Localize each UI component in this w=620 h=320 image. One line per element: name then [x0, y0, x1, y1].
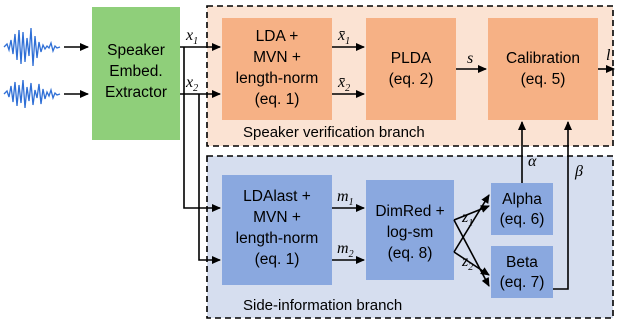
beta-symbol: β: [574, 163, 583, 180]
s-symbol: s: [467, 50, 473, 67]
calibration-line-1: Calibration: [506, 50, 580, 67]
plda-line-1: PLDA: [391, 50, 432, 67]
ldalast-line-4: (eq. 1): [255, 251, 300, 268]
speaker-verification-branch-label: Speaker verification branch: [243, 124, 425, 141]
beta-line-1: Beta: [506, 254, 538, 271]
plda-box: [366, 18, 456, 120]
z2-symbol: z2: [461, 253, 473, 273]
calibration-box: [488, 18, 598, 120]
alpha-symbol: α: [528, 153, 537, 170]
extractor-line-1: Speaker: [107, 42, 165, 59]
plda-line-2: (eq. 2): [389, 71, 434, 88]
dimred-line-2: log-sm: [387, 224, 434, 241]
lda-line-4: (eq. 1): [255, 91, 300, 108]
beta-box: [491, 246, 553, 298]
m2-symbol: m2: [337, 240, 354, 260]
alpha-box: [491, 183, 553, 235]
xbar2-symbol: x̄2: [337, 74, 350, 94]
lda-line-3: length-norm: [236, 70, 319, 87]
connector-arrows: [180, 43, 615, 290]
ldalast-line-2: MVN +: [253, 209, 301, 226]
x2-symbol: x2: [185, 74, 198, 94]
side-information-branch-label: Side-information branch: [243, 297, 402, 314]
calibration-line-2: (eq. 5): [521, 71, 566, 88]
ldalast-line-1: LDAlast +: [243, 188, 311, 205]
l-symbol: l: [606, 47, 611, 64]
dimred-logsm-box: [366, 180, 454, 280]
m1-symbol: m1: [337, 188, 354, 208]
ldalast-mvn-norm-box: [222, 175, 332, 285]
extractor-line-3: Extractor: [105, 84, 167, 101]
extractor-line-2: Embed.: [109, 63, 162, 80]
audio-waveform-icon-1: [3, 27, 89, 67]
ldalast-line-3: length-norm: [236, 230, 319, 247]
beta-line-2: (eq. 7): [500, 274, 545, 291]
dimred-line-1: DimRed +: [375, 203, 444, 220]
lda-mvn-norm-box: [222, 18, 332, 120]
speaker-embed-extractor-box: [92, 7, 180, 140]
lda-line-2: MVN +: [253, 49, 301, 66]
alpha-line-1: Alpha: [502, 191, 542, 208]
xbar1-symbol: x̄1: [337, 27, 350, 47]
alpha-line-2: (eq. 6): [500, 211, 545, 228]
dimred-line-3: (eq. 8): [388, 245, 433, 262]
x1-symbol: x1: [185, 27, 198, 47]
lda-line-1: LDA +: [256, 28, 299, 45]
audio-waveform-icon-2: [3, 79, 89, 109]
z1-symbol: z1: [461, 209, 473, 229]
